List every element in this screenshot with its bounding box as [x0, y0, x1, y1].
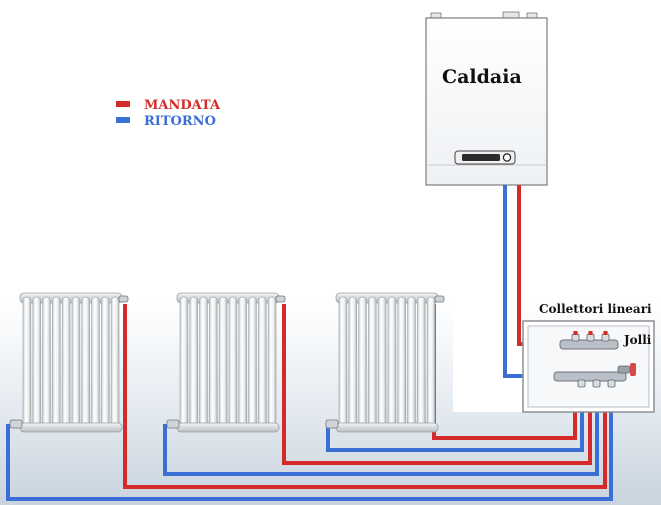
radiator-column — [71, 296, 81, 432]
radiator-supply-valve — [275, 295, 286, 303]
radiator-column — [377, 296, 387, 432]
radiator-column — [42, 296, 51, 432]
radiator-column — [179, 296, 189, 432]
radiator-column — [52, 296, 61, 432]
ritorno-legend-label: RITORNO — [144, 114, 216, 129]
radiator-2 — [166, 292, 286, 433]
manifold-brand-label: Jolli — [623, 333, 652, 347]
radiator-column — [368, 296, 377, 432]
radiator-column — [228, 296, 238, 432]
radiator-column — [110, 296, 120, 432]
wall-cutout — [453, 300, 523, 412]
radiator-column — [238, 296, 247, 432]
radiator-column — [348, 296, 357, 432]
radiator-column — [426, 296, 436, 432]
radiator-1 — [9, 292, 129, 433]
radiator-column — [248, 296, 257, 432]
radiator-column — [218, 296, 228, 432]
mandata-legend-label: MANDATA — [144, 98, 221, 113]
boiler-knob-icon — [502, 153, 512, 162]
return-pipe-radiator-2 — [163, 378, 599, 476]
radiator-column — [61, 296, 71, 432]
mandata-swatch — [116, 101, 130, 107]
radiator-return-valve — [166, 419, 180, 429]
return-pipe-radiator-3 — [326, 378, 584, 452]
radiator-3 — [325, 292, 445, 433]
radiator-column — [81, 296, 90, 432]
return-manifold-bar — [553, 371, 627, 382]
boiler: Caldaia — [425, 11, 548, 186]
radiator-column — [407, 296, 416, 432]
radiator-return-valve — [9, 419, 23, 429]
radiator-supply-valve — [434, 295, 445, 303]
ritorno-swatch — [116, 117, 130, 123]
radiator-column — [358, 296, 367, 432]
return-pipe-radiator-1 — [6, 378, 613, 501]
manifold-label: Collettori lineari — [539, 302, 652, 316]
supply-pipe-radiator-1 — [123, 304, 607, 489]
radiator-column — [417, 296, 426, 432]
radiator-column — [91, 296, 100, 432]
radiator-column — [387, 296, 397, 432]
radiator-return-valve — [325, 419, 339, 429]
legend: MANDATA RITORNO — [116, 98, 221, 129]
radiator-column — [209, 296, 218, 432]
radiator-column — [397, 296, 406, 432]
radiator-column — [199, 296, 208, 432]
radiator-column — [101, 296, 110, 432]
radiator-column — [267, 296, 277, 432]
radiator-column — [22, 296, 32, 432]
radiator-column — [338, 296, 348, 432]
radiator-supply-valve — [118, 295, 129, 303]
radiator-column — [258, 296, 267, 432]
manifold-cabinet: Collettori lineari Jolli — [522, 302, 655, 413]
radiator-column — [189, 296, 198, 432]
radiator-column — [32, 296, 41, 432]
boiler-label: Caldaia — [442, 66, 522, 88]
